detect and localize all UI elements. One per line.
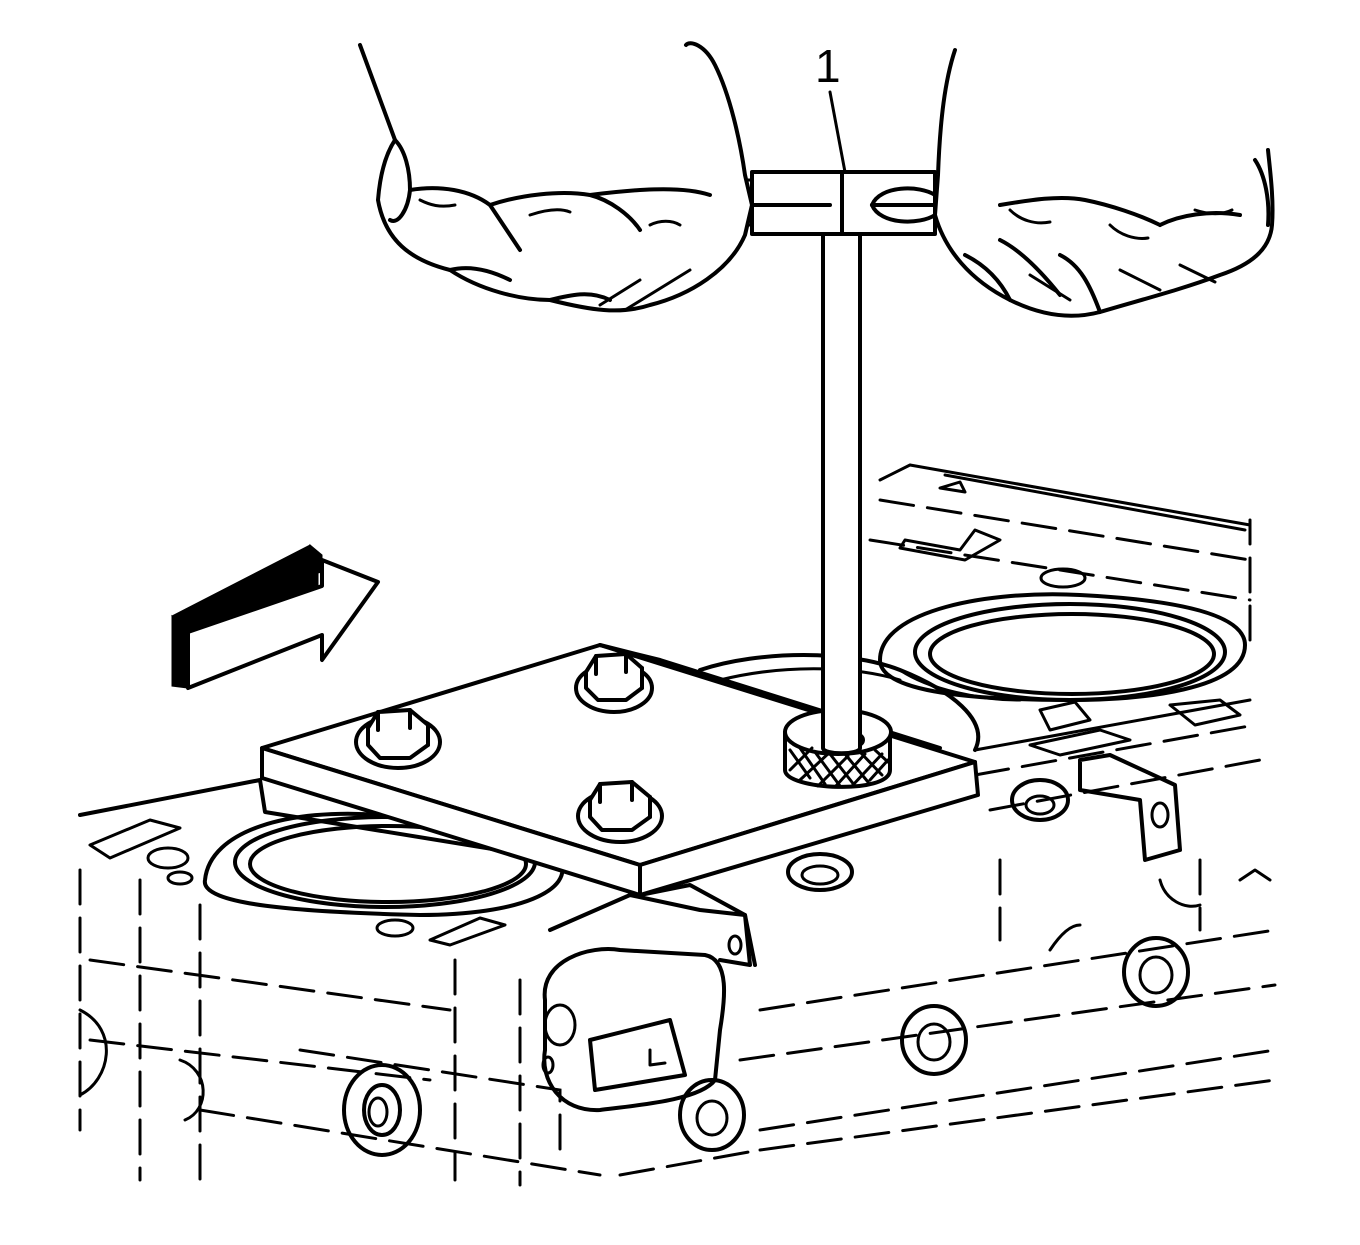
callout-1: 1 — [815, 40, 847, 174]
left-hand — [358, 41, 754, 313]
rear-cylinder-bore — [878, 592, 1247, 702]
front-bolt-bosses — [342, 852, 1190, 1157]
callout-label: 1 — [815, 40, 841, 92]
plate-bolt — [574, 652, 654, 714]
coolant-flange — [541, 893, 752, 1113]
cylinder-plate-tool — [260, 643, 980, 897]
plate-bolt — [576, 780, 664, 844]
direction-arrow-icon — [171, 543, 380, 690]
right-bracket — [1010, 753, 1182, 862]
engine-block — [78, 463, 1277, 1192]
t-handle-tool — [743, 170, 937, 756]
right-hand — [933, 48, 1275, 318]
plate-bolt — [354, 708, 442, 770]
